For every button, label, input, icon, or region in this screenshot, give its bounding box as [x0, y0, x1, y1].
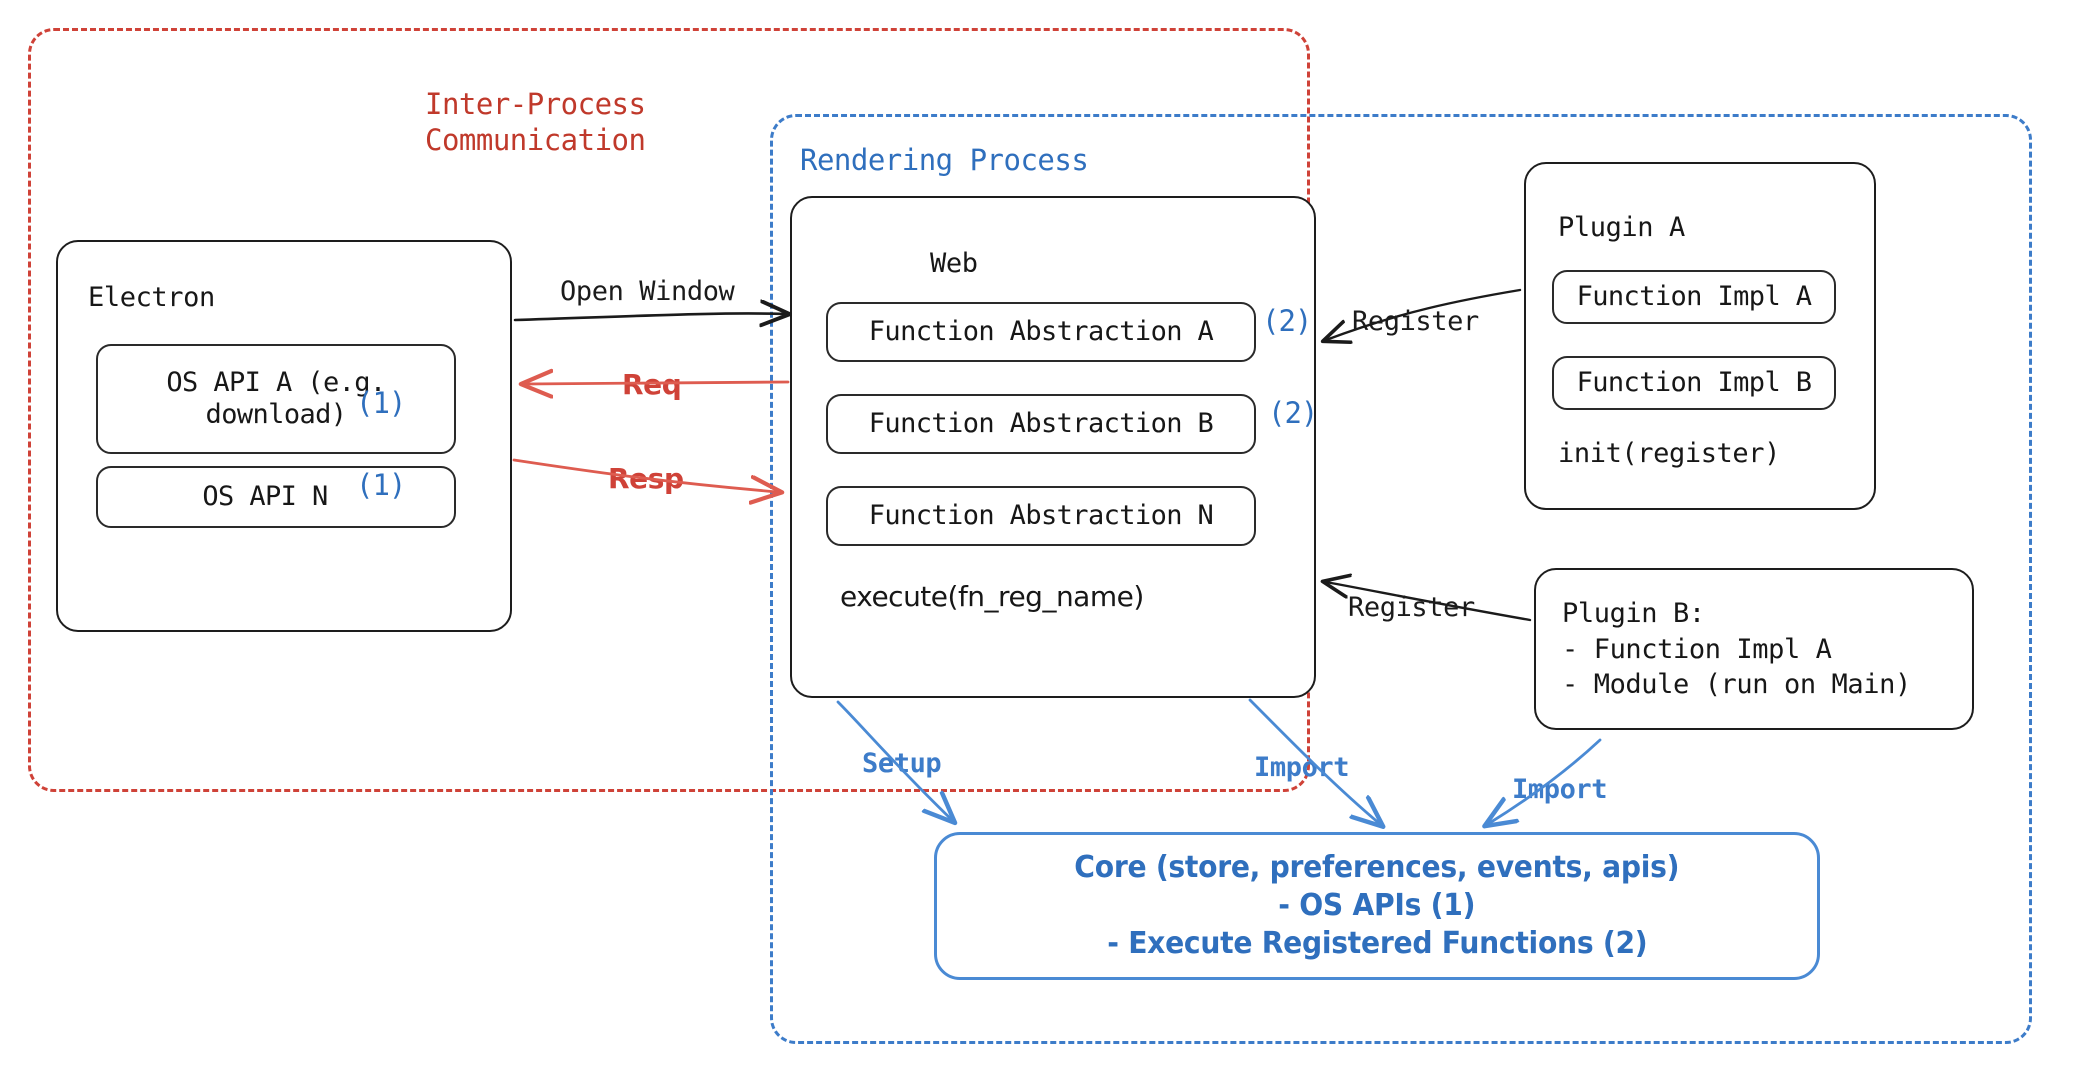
import-web-label: Import	[1254, 752, 1350, 783]
plugin-a-function-impl-a-label: Function Impl A	[1576, 281, 1812, 313]
plugin-a-node[interactable]	[1524, 162, 1876, 510]
os-api-n-box[interactable]: OS API N	[96, 466, 456, 528]
core-line-3: - Execute Registered Functions (2)	[1106, 925, 1648, 961]
register-plugin-a-label: Register	[1352, 306, 1479, 337]
function-abstraction-n-label: Function Abstraction N	[868, 500, 1214, 532]
function-abstraction-b-marker: (2)	[1268, 396, 1318, 430]
core-line-1: Core (store, preferences, events, apis)	[1074, 850, 1680, 886]
function-abstraction-b-label: Function Abstraction B	[868, 408, 1214, 440]
os-api-a-marker: (1)	[356, 386, 406, 420]
os-api-n-label: OS API N	[202, 481, 328, 513]
os-api-a-box[interactable]: OS API A (e.g. download)	[96, 344, 456, 454]
os-api-n-marker: (1)	[356, 468, 406, 502]
function-abstraction-a-label: Function Abstraction A	[868, 316, 1214, 348]
setup-label: Setup	[862, 748, 942, 779]
web-title: Web	[930, 248, 978, 279]
function-abstraction-b-box[interactable]: Function Abstraction B	[826, 394, 1256, 454]
electron-title: Electron	[88, 282, 215, 313]
function-abstraction-a-box[interactable]: Function Abstraction A	[826, 302, 1256, 362]
plugin-a-function-impl-b-box[interactable]: Function Impl B	[1552, 356, 1836, 410]
plugin-a-function-impl-b-label: Function Impl B	[1576, 367, 1812, 399]
execute-note: execute(fn_reg_name)	[840, 580, 1144, 613]
rendering-process-title: Rendering Process	[800, 143, 1089, 177]
req-label: Req	[622, 368, 682, 401]
function-abstraction-a-marker: (2)	[1262, 304, 1312, 338]
open-window-label: Open Window	[560, 276, 735, 307]
core-line-2: - OS APIs (1)	[1278, 888, 1476, 924]
rendering-process-boundary	[770, 114, 2032, 1044]
function-abstraction-n-box[interactable]: Function Abstraction N	[826, 486, 1256, 546]
resp-label: Resp	[608, 462, 684, 495]
core-node[interactable]: Core (store, preferences, events, apis) …	[934, 832, 1820, 980]
plugin-b-node[interactable]	[1534, 568, 1974, 730]
os-api-a-label: OS API A (e.g. download)	[166, 367, 386, 430]
plugin-a-function-impl-a-box[interactable]: Function Impl A	[1552, 270, 1836, 324]
import-plugin-b-label: Import	[1512, 774, 1608, 805]
plugin-a-title: Plugin A	[1558, 212, 1685, 243]
ipc-boundary-title: Inter-Process Communication	[425, 87, 646, 158]
plugin-a-init-note: init(register)	[1558, 438, 1780, 469]
register-plugin-b-label: Register	[1348, 592, 1475, 623]
plugin-b-lines: Plugin B: - Function Impl A - Module (ru…	[1562, 598, 1911, 701]
